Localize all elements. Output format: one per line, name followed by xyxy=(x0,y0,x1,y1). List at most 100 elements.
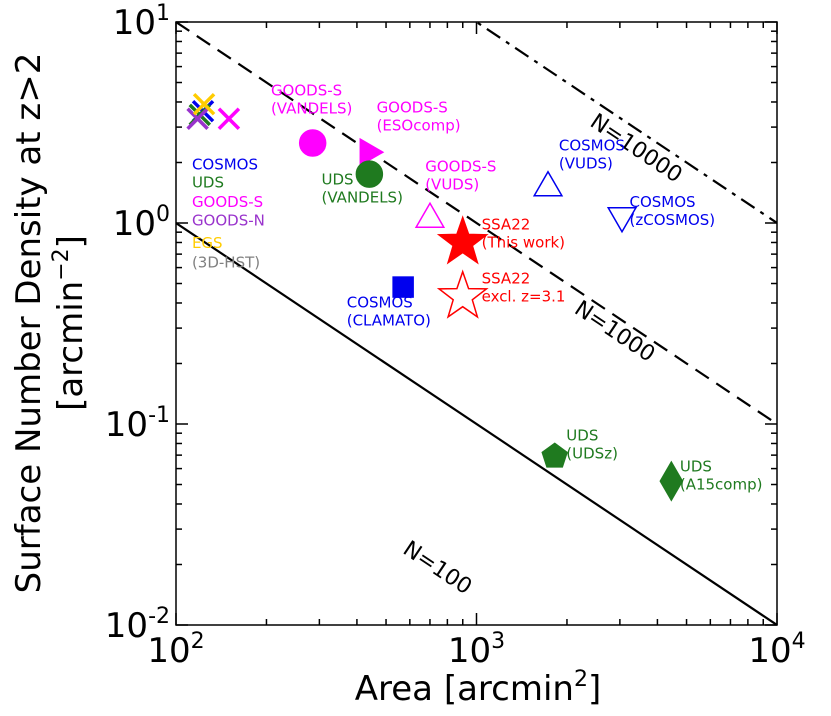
y-axis-title-line2-main: [arcmin xyxy=(51,281,91,411)
point-annotation-line: (This work) xyxy=(482,233,565,251)
point-egs-3dhst xyxy=(192,92,216,116)
point-annotation: COSMOS(VUDS) xyxy=(559,136,625,172)
point-annotation: COSMOS(CLAMATO) xyxy=(347,293,431,329)
point-annotation-line: (zCOSMOS) xyxy=(630,211,716,229)
point-annotation: UDS xyxy=(192,174,224,192)
point-annotation-line: GOODS-N xyxy=(192,212,265,230)
y-tick-label-base: 10 xyxy=(105,405,148,445)
y-tick-label-exp: 0 xyxy=(156,202,170,227)
point-annotation: UDS(UDSz) xyxy=(566,426,618,462)
point-uds-a15comp xyxy=(659,460,684,502)
point-annotations: COSMOSUDSGOODS-SGOODS-NEGS(3D-HST)GOODS-… xyxy=(192,82,763,494)
point-annotation: EGS xyxy=(192,234,223,252)
point-annotation: COSMOS(zCOSMOS) xyxy=(630,193,716,229)
point-annotation: GOODS-S(ESOcomp) xyxy=(377,98,461,134)
point-ssa22-thiswork xyxy=(436,215,489,265)
y-tick-label: 10-2 xyxy=(105,604,170,646)
point-cosmos-zcosmos xyxy=(606,206,638,234)
point-annotation-line: (VANDELS) xyxy=(322,189,403,207)
point-annotation: COSMOS xyxy=(192,155,258,173)
x-tick-label-base: 10 xyxy=(448,631,491,671)
point-ssa22-excl xyxy=(436,269,489,319)
axis-ticks xyxy=(175,21,778,626)
point-annotation-line: UDS xyxy=(322,171,354,189)
point-annotation-line: GOODS-S xyxy=(192,193,263,211)
plot-background xyxy=(176,22,777,625)
point-goodss-3dhst-stroke-b xyxy=(217,107,241,131)
point-goodss-vandels xyxy=(298,129,327,157)
point-goodss-3dhst xyxy=(217,107,241,131)
point-annotation-line: UDS xyxy=(192,174,224,192)
point-annotation: GOODS-S(VUDS) xyxy=(425,158,496,194)
point-annotation-line: (UDSz) xyxy=(566,444,618,462)
point-uds-udsz xyxy=(541,442,568,468)
point-annotation: (3D-HST) xyxy=(192,254,260,272)
y-axis-title-line2: [arcmin−2] xyxy=(49,235,91,411)
point-annotation-line: COSMOS xyxy=(192,155,258,173)
point-annotation-line: SSA22 xyxy=(482,215,531,233)
y-tick-label-base: 10 xyxy=(113,204,156,244)
point-uds-vandels xyxy=(355,160,384,188)
data-points xyxy=(186,92,684,502)
x-tick-label-exp: 3 xyxy=(491,629,505,654)
point-annotation: GOODS-N xyxy=(192,212,265,230)
point-annotation-line: GOODS-S xyxy=(377,98,448,116)
point-annotation: UDS(A15comp) xyxy=(680,458,763,494)
y-tick-label-exp: -2 xyxy=(148,604,170,629)
x-axis-title-main: Area [arcmin xyxy=(355,669,574,709)
point-annotation-line: excl. z=3.1 xyxy=(482,288,566,306)
point-annotation: GOODS-S xyxy=(192,193,263,211)
point-annotation-line: EGS xyxy=(192,234,223,252)
x-tick-label-exp: 2 xyxy=(191,629,205,654)
x-tick-label-base: 10 xyxy=(147,631,190,671)
point-annotation-line: COSMOS xyxy=(630,193,696,211)
reference-line-n100 xyxy=(176,222,777,625)
y-tick-label: 101 xyxy=(113,1,170,43)
point-egs-3dhst-stroke-b xyxy=(192,92,216,116)
point-annotation-line: (VUDS) xyxy=(559,154,613,172)
point-annotation-line: (CLAMATO) xyxy=(347,311,431,329)
x-tick-label-base: 10 xyxy=(748,631,791,671)
reference-line-n10000 xyxy=(474,22,777,224)
point-annotation-line: SSA22 xyxy=(482,270,531,288)
y-tick-label-base: 10 xyxy=(113,3,156,43)
point-goodsn-3dhst-stroke-b xyxy=(186,107,209,131)
x-tick-label: 103 xyxy=(448,629,505,671)
y-axis-title-line1: Surface Number Density at z>2 xyxy=(9,53,49,594)
point-annotation-line: UDS xyxy=(680,458,712,476)
point-cosmos-vuds xyxy=(532,170,564,197)
point-annotation-line: UDS xyxy=(566,426,598,444)
point-annotation-line: COSMOS xyxy=(347,293,413,311)
point-cosmos-clamato xyxy=(392,276,414,298)
x-axis-title-sup: 2 xyxy=(574,667,588,692)
reference-lines xyxy=(176,22,777,625)
point-annotation-line: (A15comp) xyxy=(680,476,763,494)
point-annotation-line: GOODS-S xyxy=(271,82,342,100)
point-goodss-vuds xyxy=(414,201,446,229)
point-annotation-line: COSMOS xyxy=(559,136,625,154)
y-axis-title-line2-sup: −2 xyxy=(49,248,74,280)
point-annotation-line: GOODS-S xyxy=(425,158,496,176)
point-annotation: GOODS-S(VANDELS) xyxy=(271,82,352,118)
y-tick-label: 100 xyxy=(113,202,170,244)
point-annotation-line: (VANDELS) xyxy=(271,100,352,118)
x-tick-label: 102 xyxy=(147,629,204,671)
point-annotation-line: (3D-HST) xyxy=(192,254,260,272)
y-tick-label-exp: -1 xyxy=(148,403,170,428)
reference-line-n1000 xyxy=(176,22,777,425)
y-tick-label-exp: 1 xyxy=(156,1,170,26)
x-axis-title: Area [arcmin2] xyxy=(355,667,601,709)
y-tick-label: 10-1 xyxy=(105,403,170,445)
point-annotation-line: (ESOcomp) xyxy=(377,116,461,134)
y-axis-title-line2-end: ] xyxy=(51,235,91,248)
x-tick-label-exp: 4 xyxy=(792,629,806,654)
x-axis-title-end: ] xyxy=(588,669,601,709)
point-annotation: SSA22(This work) xyxy=(482,215,565,251)
point-goodss-esocomp xyxy=(359,137,385,167)
y-tick-label-base: 10 xyxy=(105,606,148,646)
point-goodsn-3dhst xyxy=(186,107,209,131)
x-tick-label: 104 xyxy=(748,629,805,671)
